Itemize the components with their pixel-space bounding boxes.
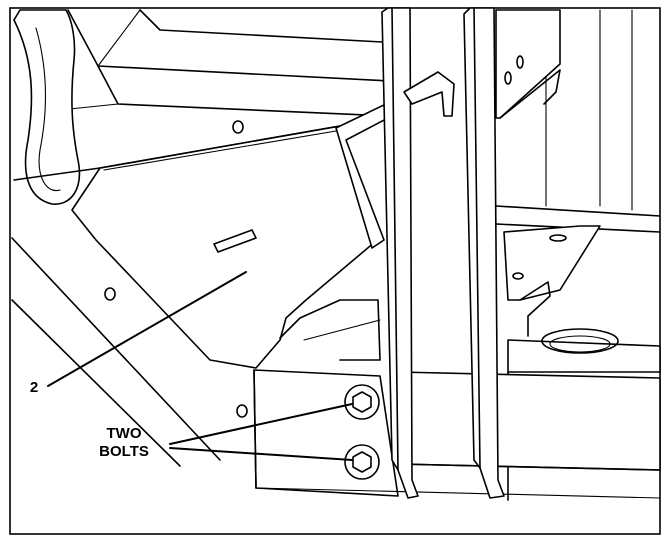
vertical-post-right — [463, 7, 505, 499]
vertical-post-left — [381, 7, 455, 499]
handle-tube — [13, 9, 81, 205]
upper-frame-rails — [59, 9, 411, 117]
plate-hole — [104, 287, 116, 301]
part-2-leader-line — [47, 271, 247, 387]
bolt-leader-line-upper — [169, 403, 353, 445]
bolt-leader-line-lower — [169, 447, 353, 461]
diagonal-beams — [11, 167, 221, 467]
bolt-lower — [344, 444, 380, 480]
part-number-label: 2 — [30, 379, 38, 396]
top-right-bracket — [495, 9, 561, 119]
right-box-frame — [495, 9, 661, 501]
bolts-label-line1: TWO — [107, 425, 142, 442]
box-large-hole — [541, 328, 619, 354]
rail-hole — [232, 120, 244, 134]
bolts-label-line2: BOLTS — [99, 443, 149, 460]
bolt-upper — [344, 384, 380, 420]
angled-plate — [71, 120, 383, 369]
